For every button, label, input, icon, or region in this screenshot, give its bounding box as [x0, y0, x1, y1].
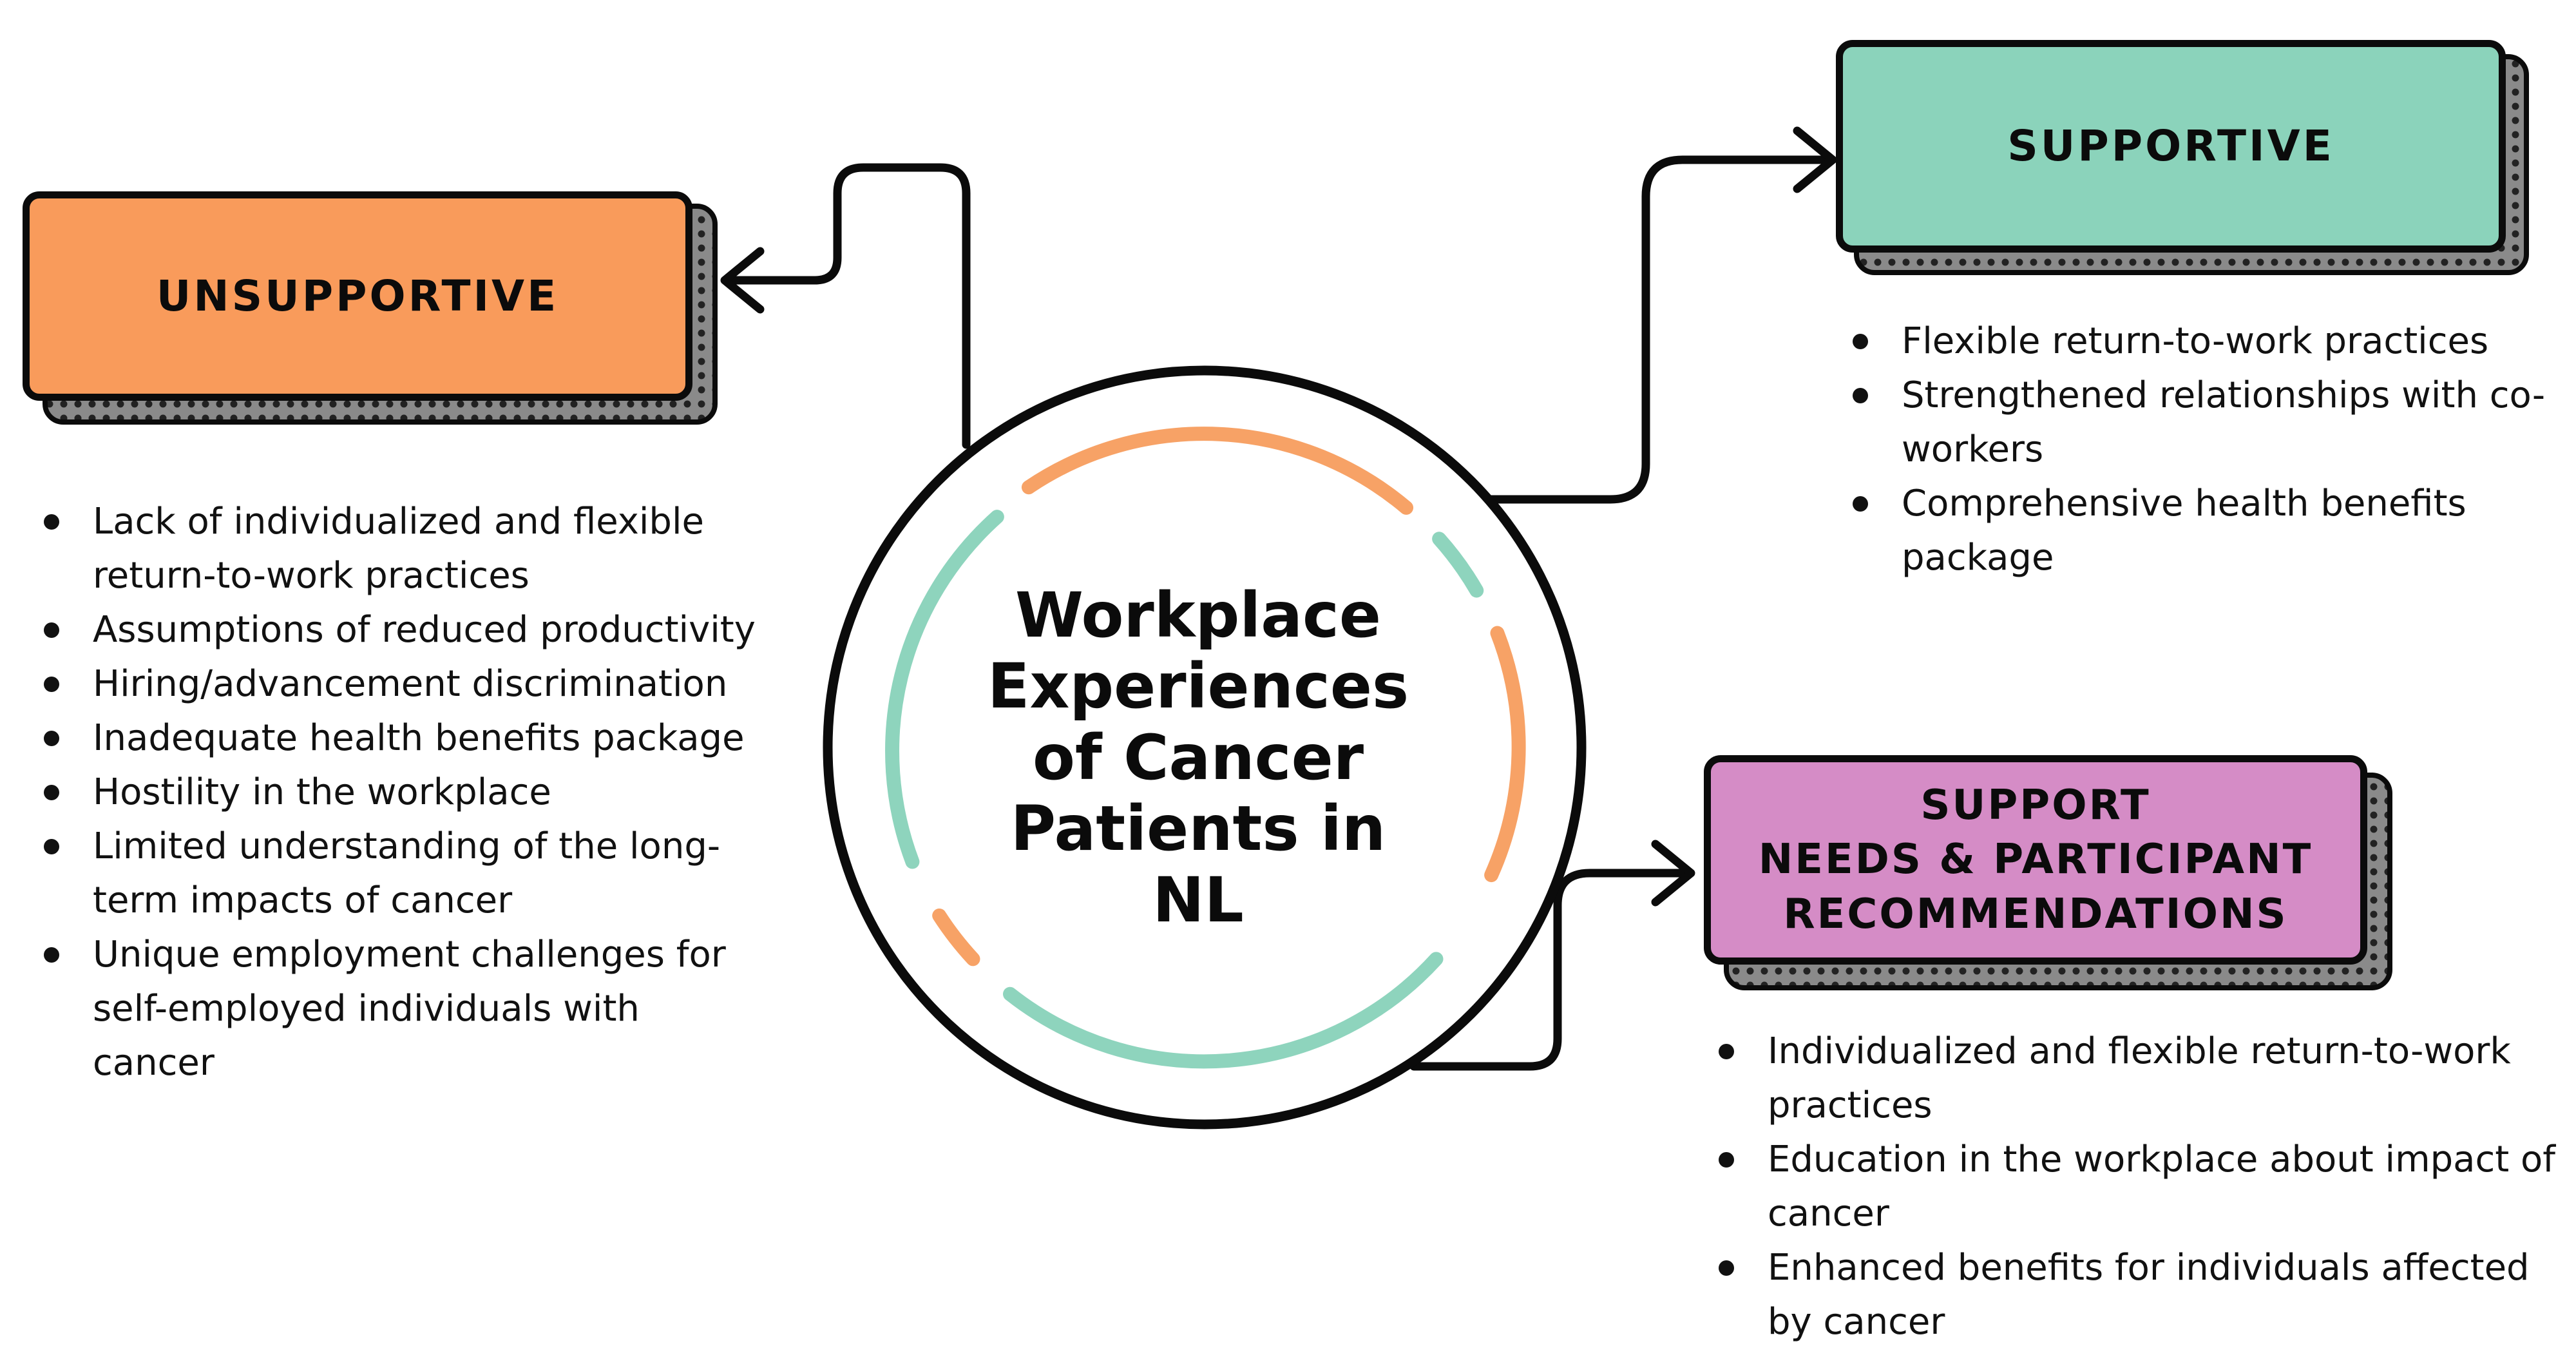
recommendations-box: SUPPORT NEEDS & PARTICIPANT RECOMMENDATI…: [1704, 755, 2367, 965]
center-title: Workplace Experiences of Cancer Patients…: [876, 580, 1520, 936]
list-item: Individualized and flexible return-to-wo…: [1713, 1024, 2564, 1133]
list-item: Unique employment challenges for self-em…: [39, 928, 767, 1090]
center-title-line: Workplace: [1015, 579, 1382, 651]
arrowhead-recommendations: [1651, 840, 1695, 907]
unsupportive-bullet-list: Lack of individualized and flexible retu…: [39, 495, 767, 1090]
recommendations-title-line: SUPPORT: [1920, 781, 2151, 829]
list-item: Inadequate health benefits package: [39, 711, 767, 765]
ring-arc-teal-left: [885, 510, 1004, 869]
ring-arc-teal-top-right: [1432, 532, 1484, 598]
recommendations-title-line: RECOMMENDATIONS: [1783, 890, 2288, 938]
center-title-line: Experiences: [987, 650, 1409, 723]
list-item: Education in the workplace about impact …: [1713, 1133, 2564, 1241]
unsupportive-box: UNSUPPORTIVE: [23, 191, 692, 401]
connector-to-unsupportive: [723, 163, 971, 449]
ring-arc-orange-bottom-left: [932, 908, 980, 967]
supportive-title: SUPPORTIVE: [2007, 121, 2334, 171]
center-title-line: Patients in: [1010, 793, 1386, 865]
list-item: Comprehensive health benefits package: [1847, 477, 2550, 585]
connector-to-supportive: [1477, 155, 1834, 504]
center-ring-arcs: [885, 427, 1526, 1069]
arrowhead-supportive: [1793, 126, 1837, 193]
list-item: Flexible return-to-work practices: [1847, 314, 2550, 369]
ring-arc-orange-right: [1484, 626, 1526, 883]
list-item: Lack of individualized and flexible retu…: [39, 495, 767, 603]
connector-to-recommendations: [1409, 869, 1692, 1071]
list-item: Strengthened relationships with co-worke…: [1847, 369, 2550, 477]
supportive-bullet-list: Flexible return-to-work practices Streng…: [1847, 314, 2550, 585]
center-title-line: of Cancer: [1032, 721, 1364, 794]
list-item: Hostility in the workplace: [39, 765, 767, 820]
recommendations-bullet-list: Individualized and flexible return-to-wo…: [1713, 1024, 2564, 1349]
recommendations-title-line: NEEDS & PARTICIPANT: [1758, 836, 2313, 884]
arrowhead-unsupportive: [720, 247, 765, 314]
ring-arc-orange-top: [1021, 427, 1414, 515]
ring-arc-teal-bottom: [1003, 952, 1444, 1069]
supportive-box: SUPPORTIVE: [1836, 40, 2506, 253]
center-circle: [823, 365, 1587, 1130]
unsupportive-title: UNSUPPORTIVE: [156, 271, 559, 321]
list-item: Enhanced benefits for individuals affect…: [1713, 1241, 2564, 1349]
list-item: Limited understanding of the long-term i…: [39, 820, 767, 928]
list-item: Hiring/advancement discrimination: [39, 657, 767, 711]
recommendations-title: SUPPORT NEEDS & PARTICIPANT RECOMMENDATI…: [1759, 778, 2313, 941]
list-item: Assumptions of reduced productivity: [39, 603, 767, 657]
center-title-line: NL: [1152, 863, 1244, 936]
